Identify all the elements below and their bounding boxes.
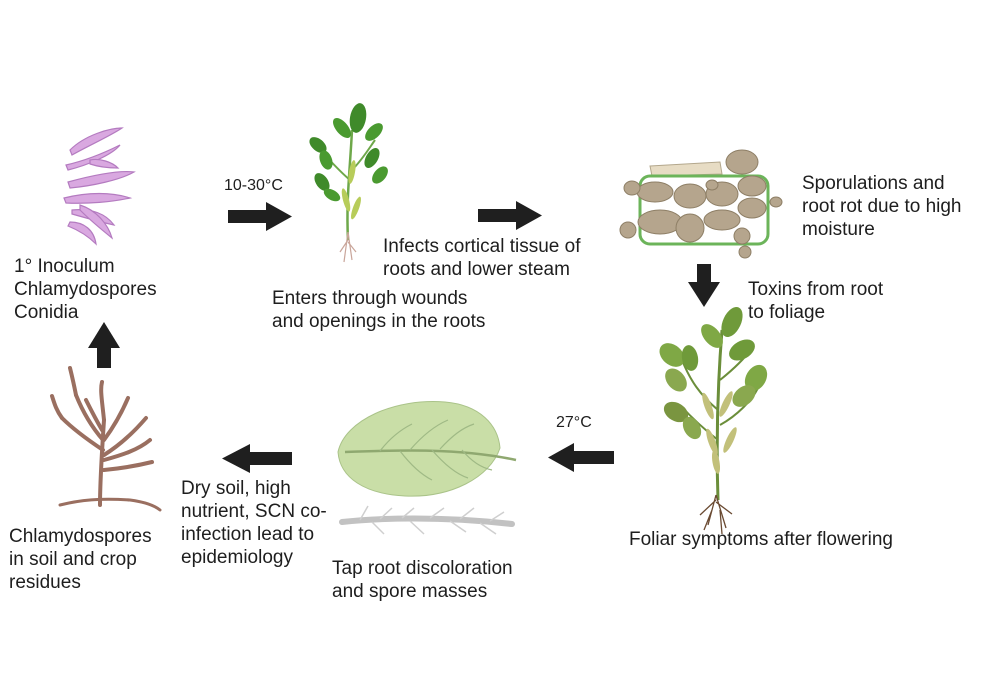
label-inoculum-line-3: Conidia bbox=[14, 302, 79, 323]
label-sporulations: Sporulations and root rot due to high mo… bbox=[802, 172, 962, 241]
label-sporulations-line-3: moisture bbox=[802, 219, 875, 240]
label-foliar-line-1: Foliar symptoms after flowering bbox=[629, 529, 893, 550]
label-inoculum-line-1: 1° Inoculum bbox=[14, 256, 115, 277]
arrow-right-top-1 bbox=[228, 202, 292, 231]
mature-plant-icon bbox=[659, 307, 768, 535]
tap-root-icon bbox=[339, 505, 515, 535]
label-inoculum: 1° Inoculum Chlamydospores Conidia bbox=[14, 255, 157, 324]
label-drysoil-line-3: infection lead to bbox=[181, 524, 315, 545]
label-infects-line-2: roots and lower steam bbox=[383, 259, 570, 280]
label-chlamydospores: Chlamydospores in soil and crop residues bbox=[9, 525, 152, 594]
arrow-up-left bbox=[88, 322, 120, 368]
label-sporulations-line-1: Sporulations and bbox=[802, 173, 945, 194]
arrow-left-bottom-2 bbox=[222, 444, 292, 473]
arrow-right-top-2 bbox=[478, 201, 542, 230]
label-inoculum-line-2: Chlamydospores bbox=[14, 279, 157, 300]
label-infects: Infects cortical tissue of roots and low… bbox=[383, 235, 580, 281]
chlamydospore-hyphae-icon bbox=[50, 366, 162, 512]
leaf-icon bbox=[337, 401, 517, 497]
label-taproot-line-1: Tap root discoloration bbox=[332, 558, 513, 579]
label-toxins-line-1: Toxins from root bbox=[748, 279, 884, 300]
temperature-top: 10-30°C bbox=[224, 177, 283, 194]
label-toxins: Toxins from root to foliage bbox=[748, 278, 883, 324]
label-chlamydospores-line-1: Chlamydospores bbox=[9, 526, 152, 547]
label-taproot: Tap root discoloration and spore masses bbox=[332, 557, 513, 603]
seedling-icon bbox=[309, 103, 388, 263]
label-sporulations-line-2: root rot due to high bbox=[802, 196, 962, 217]
label-taproot-line-2: and spore masses bbox=[332, 581, 488, 602]
label-foliar: Foliar symptoms after flowering bbox=[629, 528, 893, 551]
arrow-down-right bbox=[688, 264, 720, 307]
temperature-bottom: 27°C bbox=[556, 414, 592, 431]
label-drysoil: Dry soil, high nutrient, SCN co- infecti… bbox=[181, 477, 327, 569]
label-enters-line-1: Enters through wounds bbox=[272, 288, 468, 309]
label-chlamydospores-line-2: in soil and crop bbox=[9, 549, 137, 570]
label-enters: Enters through wounds and openings in th… bbox=[272, 287, 485, 333]
label-infects-line-1: Infects cortical tissue of bbox=[383, 236, 581, 257]
arrow-left-bottom-1 bbox=[548, 443, 614, 472]
label-drysoil-line-2: nutrient, SCN co- bbox=[181, 501, 327, 522]
label-chlamydospores-line-3: residues bbox=[9, 572, 81, 593]
label-enters-line-2: and openings in the roots bbox=[272, 311, 486, 332]
label-toxins-line-2: to foliage bbox=[748, 302, 826, 323]
label-drysoil-line-4: epidemiology bbox=[181, 547, 293, 568]
label-drysoil-line-1: Dry soil, high bbox=[181, 478, 291, 499]
spores-icon bbox=[63, 127, 136, 246]
root-cortex-icon bbox=[619, 149, 783, 259]
